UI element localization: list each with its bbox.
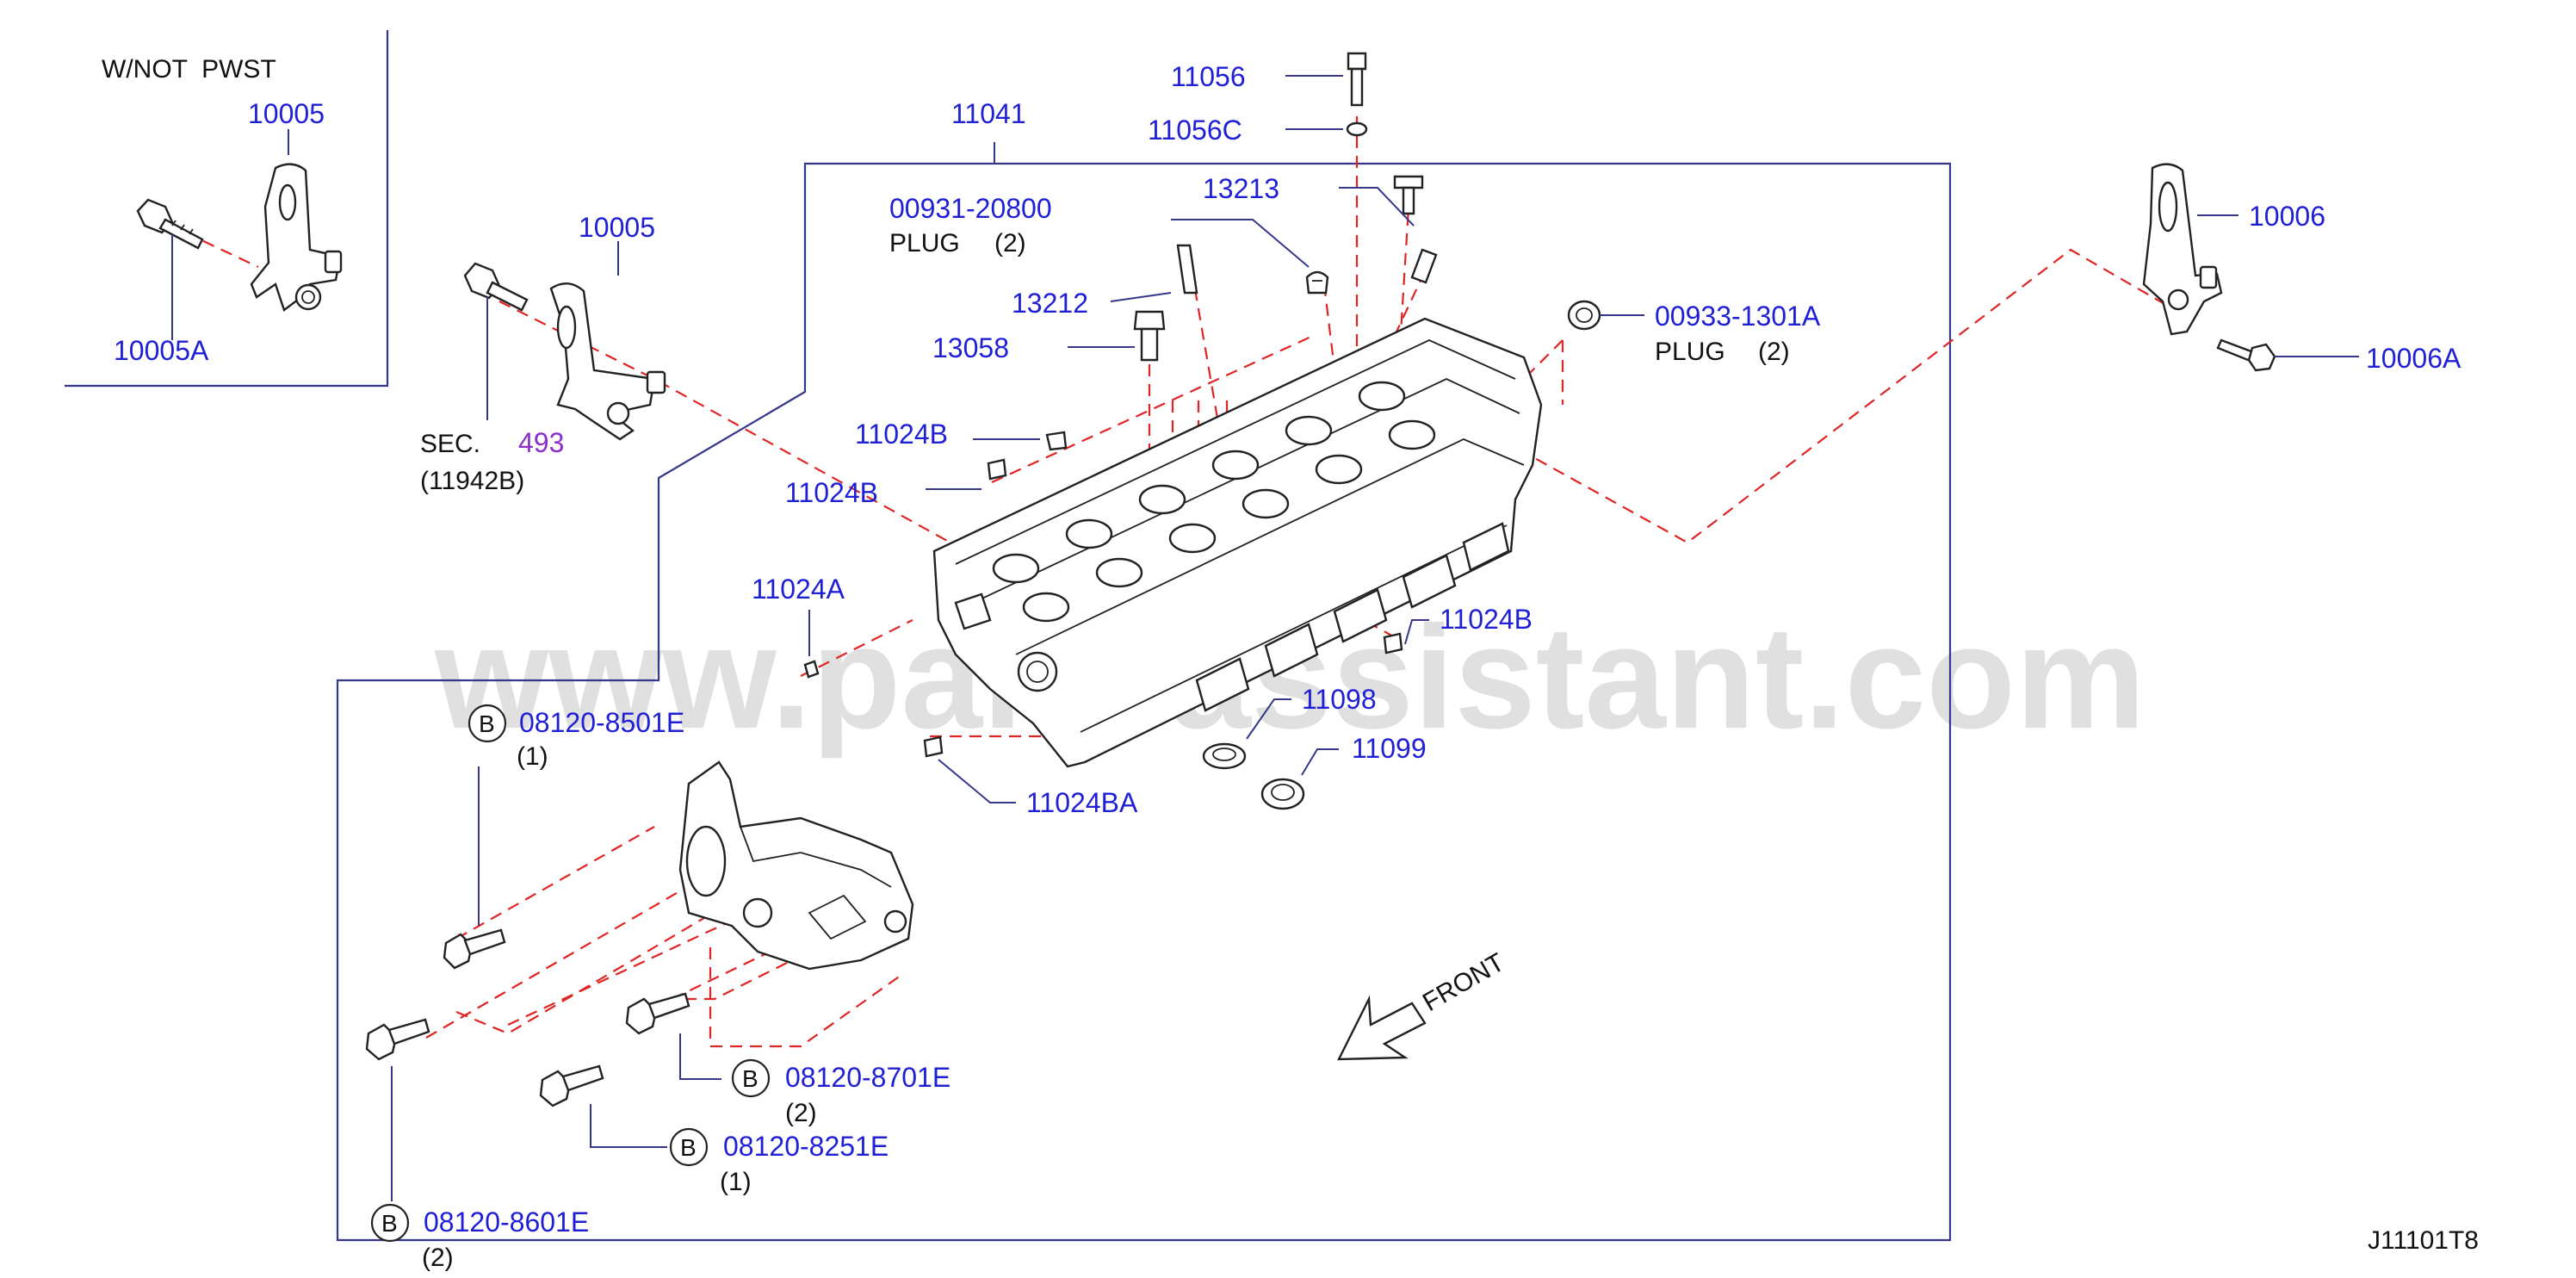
- callout-13058[interactable]: 13058: [932, 332, 1009, 363]
- callout-10005[interactable]: 10005: [579, 212, 655, 243]
- bracket-10005-inset: [250, 163, 343, 312]
- bolt-qty: (1): [517, 742, 548, 771]
- plug-00931: [1305, 270, 1329, 295]
- plug-label-1: PLUG: [889, 229, 960, 257]
- callout-11024b-upper[interactable]: 11024B: [855, 419, 948, 450]
- callout-11099[interactable]: 11099: [1352, 733, 1427, 764]
- leader-08120-8701e: [679, 1033, 721, 1080]
- bolt-part-number: 08120-8701E: [785, 1062, 951, 1093]
- plug-label-2: PLUG: [1655, 338, 1725, 366]
- badge-b: B: [381, 1210, 398, 1237]
- plug-11024b-right: [1383, 632, 1403, 655]
- plug-11024a: [803, 660, 820, 679]
- callout-11056[interactable]: 11056: [1171, 61, 1246, 92]
- badge-b: B: [680, 1134, 697, 1161]
- washer-11056c: [1346, 121, 1368, 137]
- diagram-id: J11101T8: [2368, 1226, 2479, 1255]
- bolt-08120-8501e: [443, 928, 506, 970]
- callout-11098[interactable]: 11098: [1302, 684, 1377, 715]
- callout-00933-1301a[interactable]: 00933-1301A: [1655, 301, 1821, 332]
- badge-b: B: [479, 710, 495, 737]
- bracket-10005: [549, 282, 666, 441]
- bolt-08120-8251e: [539, 1064, 604, 1107]
- callout-11041[interactable]: 11041: [951, 98, 1026, 129]
- plug-00933: [1567, 300, 1601, 331]
- exhaust-ports: [1195, 522, 1510, 712]
- bolt-sec-493: [463, 262, 529, 312]
- callout-10005a[interactable]: 10005A: [114, 335, 209, 366]
- callout-10005-inset[interactable]: 10005: [248, 98, 325, 129]
- callout-13213[interactable]: 13213: [1203, 173, 1279, 204]
- plug-11024b-mid: [987, 458, 1007, 481]
- bolt-part-number: 08120-8501E: [519, 707, 684, 738]
- leader-13213: [1339, 187, 1415, 226]
- dowel-13213: [1410, 248, 1438, 284]
- sec-number-link[interactable]: 493: [518, 427, 564, 458]
- callout-11056c[interactable]: 11056C: [1148, 115, 1242, 146]
- leader-08120-8251e: [590, 1104, 667, 1148]
- plug-11024b-upper: [1045, 431, 1068, 451]
- bolt-08120-8601e: [365, 1018, 430, 1061]
- bolt-callout-08120-8251e[interactable]: B 08120-8251E (1): [669, 1127, 889, 1196]
- callout-11024b-right[interactable]: 11024B: [1440, 604, 1533, 635]
- bolt-10006a: [2216, 338, 2276, 372]
- bolt-part-number: 08120-8251E: [723, 1131, 889, 1162]
- callout-11024ba[interactable]: 11024BA: [1026, 787, 1138, 818]
- badge-b: B: [742, 1065, 759, 1092]
- bolt-callout-08120-8501e[interactable]: B 08120-8501E (1): [468, 704, 684, 771]
- sec-part-ref: (11942B): [420, 467, 524, 495]
- bolt-10005a: [136, 198, 204, 250]
- bolt-callout-08120-8601e[interactable]: B 08120-8601E (2): [370, 1203, 589, 1272]
- front-arrow: [1337, 995, 1427, 1061]
- leader-11024b-right: [1404, 619, 1429, 645]
- bolt-qty: (2): [422, 1244, 454, 1272]
- callout-11024a[interactable]: 11024A: [752, 574, 845, 605]
- bolt-13058: [1133, 310, 1166, 362]
- leader-11024ba: [938, 759, 1016, 803]
- dowel-13212: [1176, 244, 1198, 295]
- leader-13212: [1110, 292, 1172, 302]
- bracket-10006: [2142, 163, 2223, 336]
- cylinder-head-11041: [932, 317, 1543, 768]
- callout-10006[interactable]: 10006: [2249, 201, 2325, 232]
- sec-prefix: SEC.: [420, 430, 480, 458]
- front-label: FRONT: [1418, 948, 1509, 1017]
- bolt-08120-8701e: [625, 992, 690, 1035]
- callout-13212[interactable]: 13212: [1012, 288, 1088, 319]
- callout-11024b-mid[interactable]: 11024B: [785, 477, 878, 508]
- bolt-part-number: 08120-8601E: [424, 1207, 589, 1238]
- plug-qty-1: (2): [994, 229, 1026, 257]
- callout-10006a[interactable]: 10006A: [2366, 343, 2461, 374]
- cam-housing: [678, 760, 914, 971]
- seal-11099: [1260, 778, 1305, 810]
- variant-note: W/NOT PWST: [102, 55, 276, 84]
- cam-bearing-caps: [992, 381, 1436, 623]
- plug-11024ba: [923, 735, 944, 758]
- main-assembly-frame: [336, 162, 1952, 1242]
- leader-00931: [1171, 219, 1310, 268]
- leader-11099: [1301, 748, 1339, 776]
- callout-00931-20800[interactable]: 00931-20800: [889, 193, 1052, 224]
- plug-qty-2: (2): [1758, 338, 1790, 366]
- bolt-callout-08120-8701e[interactable]: B 08120-8701E (2): [731, 1058, 951, 1127]
- bolt-11056: [1347, 52, 1367, 107]
- seal-11098: [1202, 742, 1247, 770]
- inset-frame: [65, 30, 389, 388]
- bolt-upper-13213: [1393, 175, 1424, 215]
- leader-11098: [1246, 698, 1291, 740]
- bolt-qty: (1): [720, 1168, 752, 1196]
- bolt-qty: (2): [785, 1099, 817, 1127]
